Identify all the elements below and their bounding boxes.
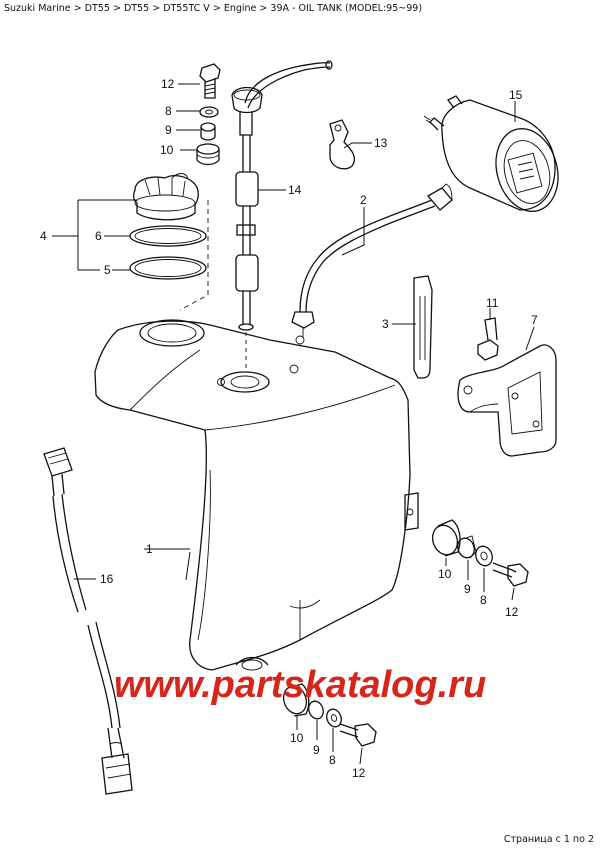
leader-12-bottom — [359, 747, 363, 765]
callout-labels: 1 2 3 4 5 6 7 8 9 10 11 12 13 14 15 16 1… — [40, 77, 538, 780]
breadcrumb-separator: > — [112, 3, 121, 14]
callout-8-top[interactable]: 8 — [165, 104, 172, 118]
callout-9-bottom[interactable]: 9 — [313, 743, 320, 757]
callout-8-right[interactable]: 8 — [480, 593, 487, 607]
leader-2 — [341, 207, 365, 256]
callout-10-top[interactable]: 10 — [160, 143, 174, 157]
grommet-10-bottom-part — [282, 683, 310, 717]
breadcrumb-model[interactable]: DT55TC V — [163, 3, 210, 14]
leader-13 — [343, 142, 372, 149]
grommet-10-right-part — [431, 519, 461, 557]
washer-8-top-part — [199, 106, 219, 118]
bolt-12-right-part — [492, 562, 529, 587]
bushing-9-right-part — [457, 535, 477, 559]
callout-3[interactable]: 3 — [382, 317, 389, 331]
callout-10-right[interactable]: 10 — [438, 567, 452, 581]
callout-9-right[interactable]: 9 — [464, 582, 471, 596]
leader-4 — [52, 199, 138, 271]
breadcrumb-dt55-b[interactable]: DT55 — [123, 3, 150, 14]
callout-15[interactable]: 15 — [509, 88, 523, 102]
callout-2[interactable]: 2 — [360, 193, 367, 207]
callout-14[interactable]: 14 — [288, 183, 302, 197]
level-sender-14-part — [231, 60, 333, 372]
breadcrumb: Suzuki Marine > DT55 > DT55 > DT55TC V >… — [4, 3, 422, 14]
leader-12-right — [511, 587, 515, 601]
breadcrumb-separator: > — [73, 3, 82, 14]
washer-8-right-part — [475, 545, 493, 567]
callout-16[interactable]: 16 — [100, 572, 114, 586]
callout-12-right[interactable]: 12 — [505, 605, 519, 619]
grommet-10-top-part — [196, 143, 220, 166]
filler-cap-part — [133, 173, 199, 221]
breadcrumb-current: 39A - OIL TANK (MODEL:95~99) — [270, 3, 423, 14]
callout-10-bottom[interactable]: 10 — [290, 731, 304, 745]
bracket-7-part — [457, 344, 557, 457]
bolt-12-top-part — [199, 63, 221, 99]
bushing-9-bottom-part — [308, 700, 324, 720]
leader-7 — [525, 326, 535, 351]
breadcrumb-separator: > — [259, 3, 268, 14]
breadcrumb-suzuki-marine[interactable]: Suzuki Marine — [4, 3, 71, 14]
page-counter: Страница с 1 по 2 — [503, 834, 594, 845]
washer-8-bottom-part — [326, 708, 342, 728]
harness-16-part — [43, 447, 133, 795]
bolt-12-bottom-part — [339, 723, 377, 747]
callout-4[interactable]: 4 — [40, 229, 47, 243]
callout-9-top[interactable]: 9 — [165, 123, 172, 137]
gasket-5-part — [129, 256, 207, 280]
breadcrumb-separator: > — [152, 3, 161, 14]
oil-hose-2-part — [291, 183, 453, 338]
breadcrumb-separator: > — [212, 3, 221, 14]
breadcrumb-engine[interactable]: Engine — [223, 3, 257, 14]
strap-3-part — [413, 275, 433, 379]
bolt-11-part — [477, 317, 499, 361]
callout-6[interactable]: 6 — [95, 229, 102, 243]
callout-11[interactable]: 11 — [486, 296, 499, 310]
bushing-9-top-part — [200, 122, 216, 141]
callout-13[interactable]: 13 — [374, 136, 388, 150]
callout-1[interactable]: 1 — [146, 542, 153, 556]
o-ring-6-part — [129, 225, 207, 247]
oil-meter-15-part — [423, 95, 559, 212]
watermark-text: www.partskatalog.ru — [114, 664, 486, 706]
oil-tank-part — [94, 319, 419, 671]
callout-12-bottom[interactable]: 12 — [352, 766, 366, 780]
callout-5[interactable]: 5 — [104, 263, 111, 277]
breadcrumb-dt55-a[interactable]: DT55 — [84, 3, 110, 14]
callout-7[interactable]: 7 — [531, 313, 538, 327]
assembly-dash-line — [179, 200, 209, 311]
clamp-13-part — [329, 119, 356, 170]
callout-12-top[interactable]: 12 — [161, 77, 175, 91]
callout-8-bottom[interactable]: 8 — [329, 753, 336, 767]
leader-lines — [52, 83, 535, 765]
leader-1 — [144, 548, 191, 581]
